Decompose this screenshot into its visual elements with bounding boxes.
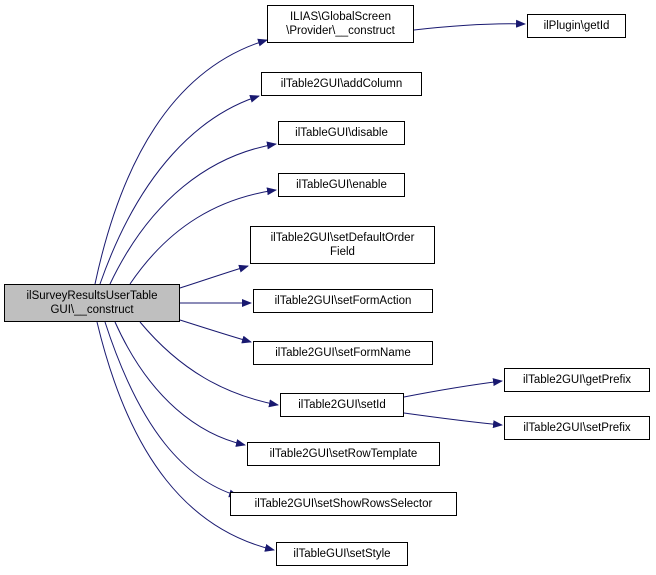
node-tablegui-enable[interactable]: ilTableGUI\enable <box>278 173 405 197</box>
node-tablegui-setstyle[interactable]: ilTableGUI\setStyle <box>276 542 408 566</box>
node-plugin-getid[interactable]: ilPlugin\getId <box>527 14 626 38</box>
edge-root-to-ilias-provider <box>94 38 268 285</box>
edge-root-to-setshowrows <box>104 321 239 498</box>
node-table2gui-setshowrowsselector[interactable]: ilTable2GUI\setShowRowsSelector <box>230 492 457 516</box>
node-table2gui-setformname[interactable]: ilTable2GUI\setFormName <box>253 341 433 365</box>
edge-root-to-addcolumn <box>99 94 260 285</box>
node-table2gui-setprefix[interactable]: ilTable2GUI\setPrefix <box>504 416 650 440</box>
node-ilias-provider-construct[interactable]: ILIAS\GlobalScreen \Provider\__construct <box>267 5 414 43</box>
edge-setid-to-setprefix <box>403 412 503 429</box>
edge-root-to-setid <box>139 321 279 408</box>
edge-root-to-setstyle <box>96 321 275 552</box>
edge-setid-to-getprefix <box>403 378 503 398</box>
edge-root-to-enable <box>129 187 277 285</box>
node-table2gui-setrowtemplate[interactable]: ilTable2GUI\setRowTemplate <box>247 442 440 466</box>
edge-root-to-setdefaultorder <box>179 264 249 289</box>
edge-root-to-disable <box>109 141 277 285</box>
node-table2gui-setformaction[interactable]: ilTable2GUI\setFormAction <box>253 289 433 313</box>
node-table2gui-addcolumn[interactable]: ilTable2GUI\addColumn <box>261 72 422 96</box>
edge-root-to-setformname <box>179 319 252 344</box>
edge-ilias-provider-to-plugin-getid <box>413 19 526 31</box>
node-root[interactable]: ilSurveyResultsUserTable GUI\__construct <box>4 284 180 322</box>
edge-root-to-setrowtemplate <box>114 321 246 447</box>
node-table2gui-setdefaultorderfield[interactable]: ilTable2GUI\setDefaultOrder Field <box>250 226 435 264</box>
node-tablegui-disable[interactable]: ilTableGUI\disable <box>278 121 405 145</box>
node-table2gui-setid[interactable]: ilTable2GUI\setId <box>280 393 404 417</box>
node-table2gui-getprefix[interactable]: ilTable2GUI\getPrefix <box>504 368 650 392</box>
